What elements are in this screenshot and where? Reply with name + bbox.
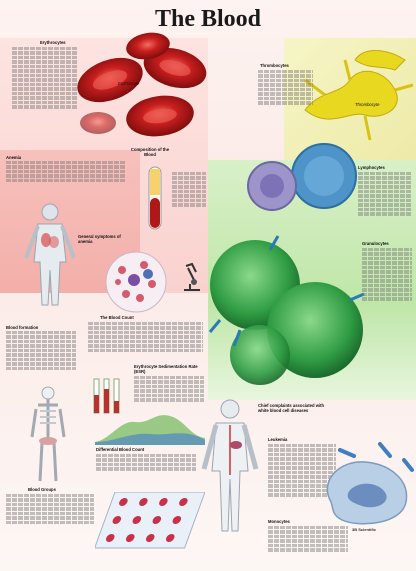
blood-count-text-block: [88, 322, 203, 356]
poster-title: The Blood: [154, 6, 262, 32]
composition-heading: Composition of the Blood: [130, 147, 170, 157]
test-tube-illustration: [148, 166, 162, 230]
microscope-icon: [184, 262, 200, 291]
lymphocytes-text-block: [358, 172, 412, 222]
esr-tubes-illustration: [93, 378, 120, 414]
granulocytes-illustration: [208, 235, 365, 385]
composition-text-block: [172, 172, 206, 222]
thrombocytes-illustration: [304, 50, 414, 141]
leukemia-text-block: [268, 444, 336, 504]
blood-formation-heading: Blood formation: [6, 325, 39, 330]
chief-complaints-heading: Chief complaints associated with white b…: [258, 403, 325, 413]
esr-heading: Erythrocyte Sedimentation Rate (ESR): [134, 364, 198, 374]
thrombocytes-heading: Thrombocytes: [260, 63, 289, 68]
thrombocyte-caption: Thrombocyte: [355, 102, 380, 107]
monocytes-heading: Monocytes: [268, 519, 290, 524]
monocytes-text-block: [268, 526, 348, 556]
lymphocytes-heading: Lymphocytes: [358, 165, 385, 170]
blood-groups-grid-illustration: [95, 492, 205, 549]
esr-text-block: [134, 376, 204, 406]
blood-groups-text-block: [6, 494, 94, 530]
blood-groups-heading: Blood Groups: [28, 487, 56, 492]
skeleton-figure: [30, 386, 66, 482]
blood-count-heading: The Blood Count: [100, 315, 134, 320]
blood-formation-text-block: [6, 331, 76, 376]
anemia-body-figure: [24, 203, 76, 306]
thrombocytes-text-block: [258, 70, 313, 110]
monocyte-illustration: [326, 442, 414, 525]
leukemia-heading: Leukemia: [268, 437, 288, 442]
erythrocytes-heading: Erythrocytes: [40, 40, 66, 45]
lymphocytes-illustration: [247, 143, 357, 211]
anemia-text-block: [6, 161, 126, 187]
blood-smear-illustration: [105, 251, 167, 313]
publisher-logo: 3B Scientific: [352, 527, 377, 532]
granulocytes-text-block: [362, 248, 412, 308]
erythrocyte-caption: Erythrocyte: [118, 81, 140, 86]
anemia-heading: Anemia: [6, 155, 22, 160]
differential-chart-illustration: [95, 415, 205, 445]
erythrocytes-text-block: [12, 47, 77, 117]
erythrocytes-illustration: [77, 32, 207, 137]
leukemia-body-figure: [201, 399, 259, 532]
differential-text-block: [96, 454, 196, 476]
differential-heading: Differential Blood Count: [96, 447, 145, 452]
granulocytes-heading: Granulocytes: [362, 241, 389, 246]
general-symptoms-heading: General symptoms of anemia: [78, 234, 121, 244]
